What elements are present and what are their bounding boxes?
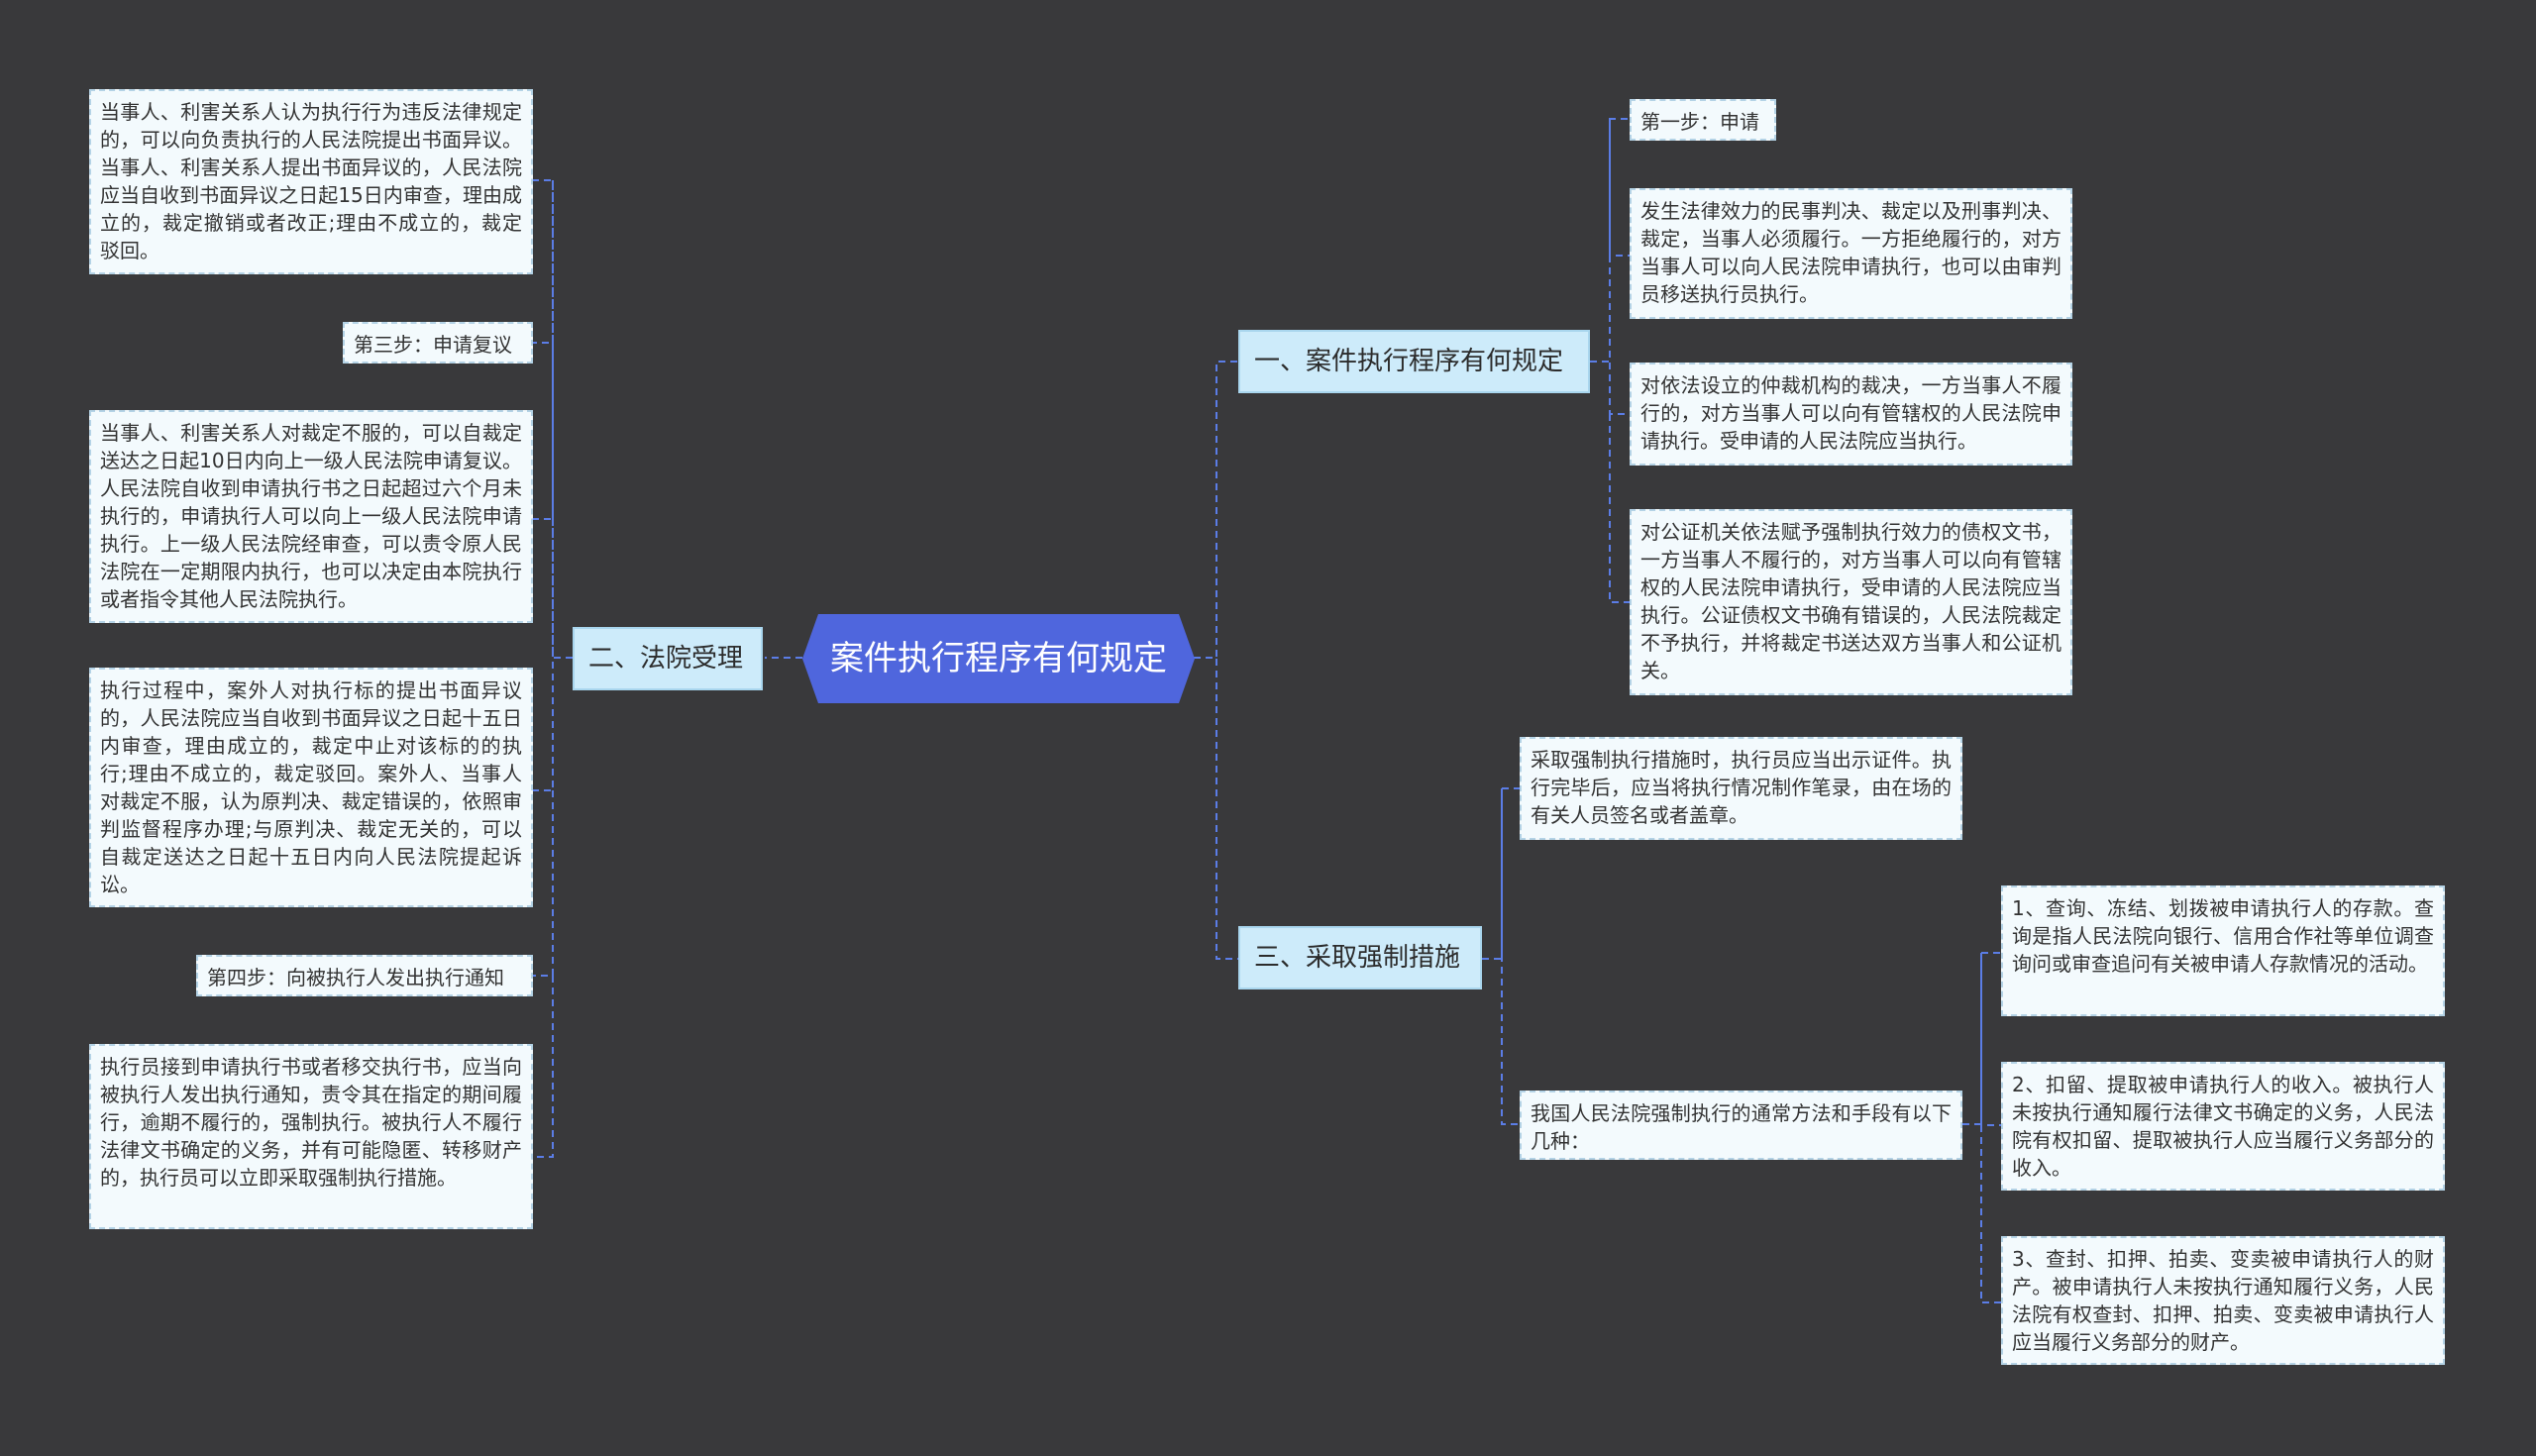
b1-item-notary[interactable]: 对公证机关依法赋予强制执行效力的债权文书，一方当事人不履行的，对方当事人可以向有… — [1630, 509, 2072, 695]
root-title: 案件执行程序有何规定 — [830, 639, 1167, 678]
b3-item-certificate[interactable]: 采取强制执行措施时，执行员应当出示证件。执行完毕后，应当将执行情况制作笔录，由在… — [1520, 737, 1962, 840]
b2-item-reconsideration[interactable]: 当事人、利害关系人对裁定不服的，可以自裁定送达之日起10日内向上一级人民法院申请… — [89, 410, 533, 623]
b3-item-methods[interactable]: 我国人民法院强制执行的通常方法和手段有以下几种： — [1520, 1091, 1962, 1160]
b3-sub-property[interactable]: 3、查封、扣押、拍卖、变卖被申请执行人的财产。被申请执行人未按执行通知履行义务，… — [2001, 1236, 2445, 1365]
step3-review[interactable]: 第三步：申请复议 — [343, 322, 533, 364]
b2-item-third-party[interactable]: 执行过程中，案外人对执行标的提出书面异议的，人民法院应当自收到书面异议之日起十五… — [89, 668, 533, 907]
step1-apply[interactable]: 第一步：申请 — [1630, 99, 1776, 141]
branch-execution-rules[interactable]: 一、案件执行程序有何规定 — [1238, 330, 1590, 393]
branch-court-acceptance[interactable]: 二、法院受理 — [573, 627, 763, 690]
branch-label: 三、采取强制措施 — [1254, 943, 1461, 973]
branch-coercive-measures[interactable]: 三、采取强制措施 — [1238, 926, 1482, 989]
b2-item-objection[interactable]: 当事人、利害关系人认为执行行为违反法律规定的，可以向负责执行的人民法院提出书面异… — [89, 89, 533, 274]
root-topic[interactable]: 案件执行程序有何规定 — [802, 614, 1195, 703]
b1-item-arbitration[interactable]: 对依法设立的仲裁机构的裁决，一方当事人不履行的，对方当事人可以向有管辖权的人民法… — [1630, 363, 2072, 466]
branch-label: 一、案件执行程序有何规定 — [1254, 347, 1564, 376]
b1-item-judgment[interactable]: 发生法律效力的民事判决、裁定以及刑事判决、裁定，当事人必须履行。一方拒绝履行的，… — [1630, 188, 2072, 319]
step4-notice[interactable]: 第四步：向被执行人发出执行通知 — [196, 955, 533, 996]
b3-sub-income[interactable]: 2、扣留、提取被申请执行人的收入。被执行人未按执行通知履行法律文书确定的义务，人… — [2001, 1062, 2445, 1191]
branch-label: 二、法院受理 — [588, 644, 744, 674]
b2-item-enforcement[interactable]: 执行员接到申请执行书或者移交执行书，应当向被执行人发出执行通知，责令其在指定的期… — [89, 1044, 533, 1229]
b3-sub-deposit[interactable]: 1、查询、冻结、划拨被申请执行人的存款。查询是指人民法院向银行、信用合作社等单位… — [2001, 885, 2445, 1016]
